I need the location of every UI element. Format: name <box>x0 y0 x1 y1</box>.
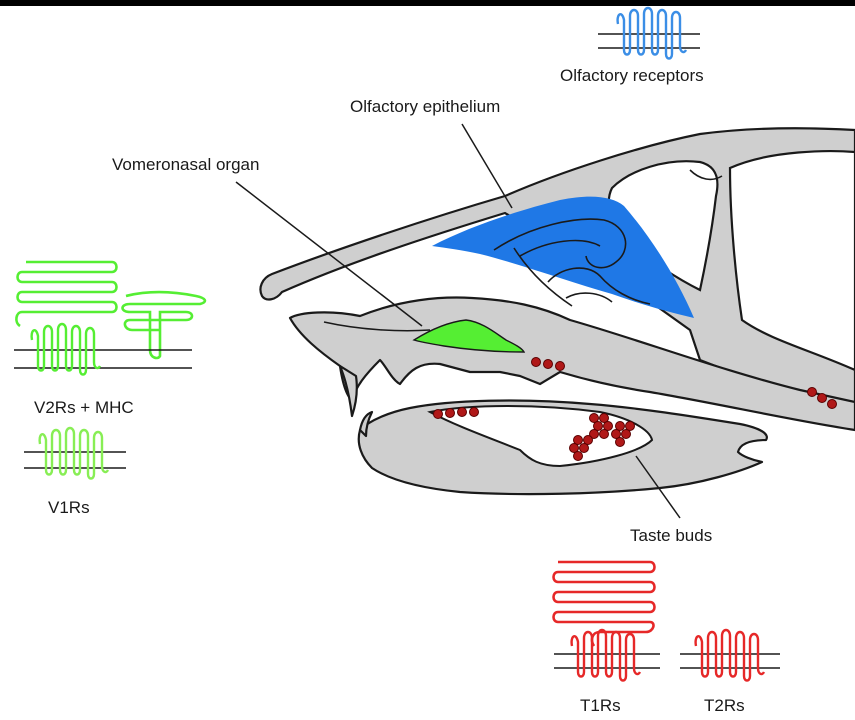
label-vomeronasal-organ: Vomeronasal organ <box>112 155 259 174</box>
v1r-receptor-icon <box>24 428 126 479</box>
vomeronasal-organ-leader <box>236 182 422 326</box>
label-v2rs-mhc: V2Rs + MHC <box>34 398 134 417</box>
label-taste-buds: Taste buds <box>630 526 712 545</box>
t2r-receptor-icon <box>680 630 780 681</box>
skull-illustration <box>260 128 855 494</box>
label-olfactory-epithelium: Olfactory epithelium <box>350 97 500 116</box>
label-t1rs: T1Rs <box>580 696 621 715</box>
olfactory-epithelium-leader <box>462 124 512 208</box>
label-t2rs: T2Rs <box>704 696 745 715</box>
v2r-membrane <box>14 350 192 368</box>
t1r-receptor-icon <box>554 562 655 646</box>
label-v1rs: V1Rs <box>48 498 90 517</box>
top-border <box>0 0 855 6</box>
label-olfactory-receptors: Olfactory receptors <box>560 66 704 85</box>
olfactory-receptor-icon <box>598 8 700 59</box>
t1r-transmembrane-icon <box>572 630 640 681</box>
